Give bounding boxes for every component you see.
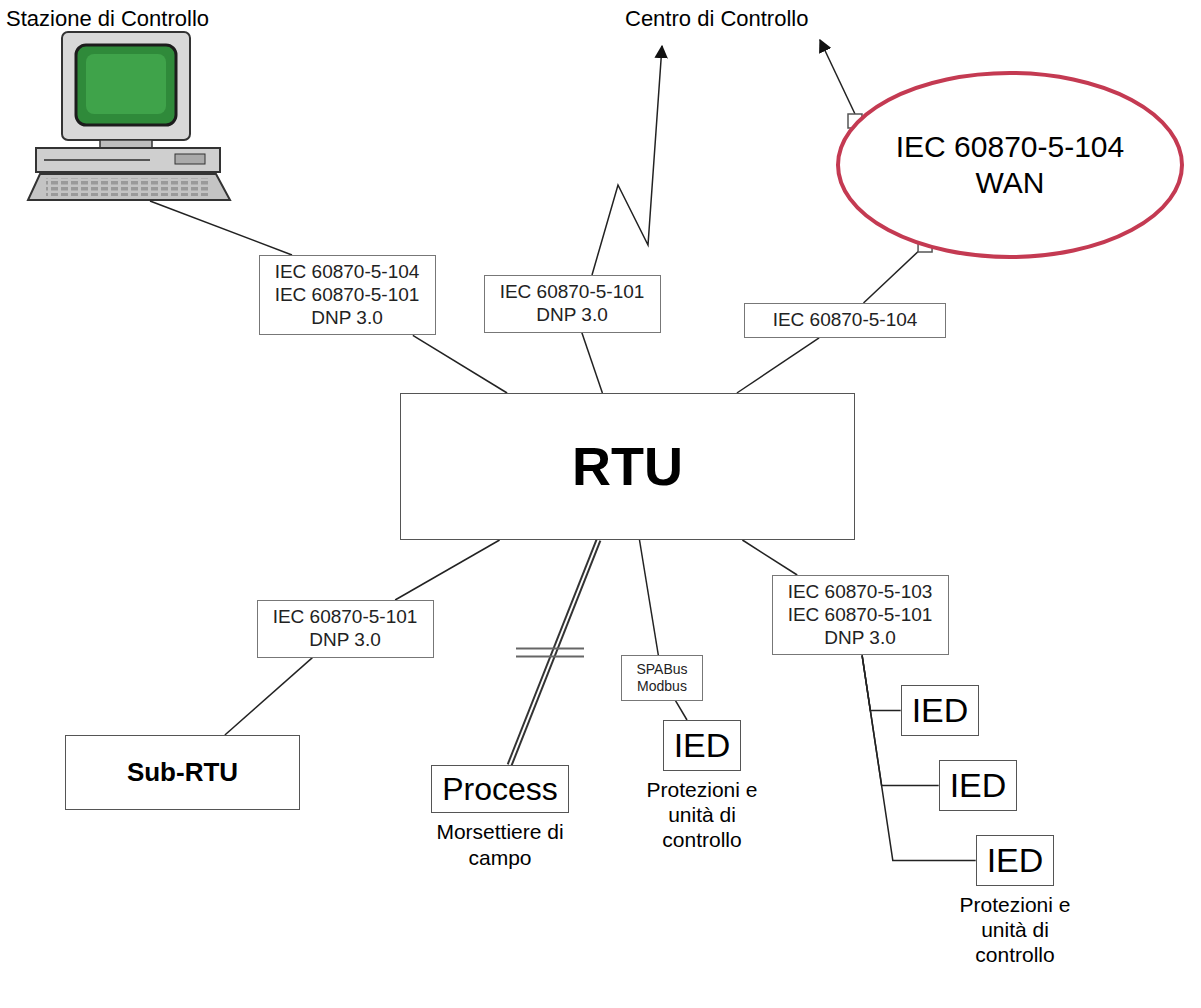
box-title: Sub-RTU xyxy=(127,757,238,788)
connector-line xyxy=(582,333,603,393)
connector-path xyxy=(225,658,313,735)
ied-box: IED xyxy=(939,760,1018,811)
box-title: IED xyxy=(950,765,1007,806)
protocol-text: SPABus Modbus xyxy=(632,661,692,695)
radio-link xyxy=(592,46,662,275)
connector-path xyxy=(582,333,603,393)
protocol-box: IEC 60870-5-101 DNP 3.0 xyxy=(484,275,661,333)
centre-label: Centro di Controllo xyxy=(625,6,808,32)
box-title: RTU xyxy=(572,434,683,499)
box-title: Process xyxy=(442,770,558,808)
box-caption: Morsettiere di campo xyxy=(430,819,570,869)
connector-path xyxy=(737,338,819,393)
port-square xyxy=(918,238,932,252)
protocol-box: IEC 60870-5-104 IEC 60870-5-101 DNP 3.0 xyxy=(259,255,436,335)
double-line-outer xyxy=(510,540,599,765)
protocol-text: IEC 60870-5-101 DNP 3.0 xyxy=(495,281,650,327)
ied-box: IED xyxy=(901,685,980,736)
cross-mark xyxy=(516,656,584,658)
ied-box: IED Protezioni e unità di controllo xyxy=(640,720,765,852)
ellipse-outline xyxy=(835,70,1185,260)
connector-line xyxy=(510,540,599,765)
box-outline: Process xyxy=(431,765,569,813)
computer-icon xyxy=(28,32,230,200)
connector-line xyxy=(640,540,659,655)
connector-line xyxy=(742,540,797,575)
connector-path xyxy=(862,655,901,710)
box-title: IED xyxy=(987,840,1044,881)
connector-path xyxy=(640,540,659,655)
box-caption: Protezioni e unità di controllo xyxy=(953,892,1078,968)
connector-path xyxy=(395,540,500,600)
network-name: IEC 60870-5-104 WAN xyxy=(885,129,1135,201)
protocol-text: IEC 60870-5-101 DNP 3.0 xyxy=(268,606,423,652)
box-title: IED xyxy=(674,725,731,766)
wan-link xyxy=(820,40,855,114)
protocol-box: SPABus Modbus xyxy=(621,655,703,701)
connector-line xyxy=(395,540,500,600)
link-line xyxy=(150,201,292,255)
connector-line xyxy=(864,245,926,303)
connector-path xyxy=(676,701,688,720)
connector-line xyxy=(413,335,507,393)
port-square xyxy=(848,114,862,128)
box-title: IED xyxy=(912,690,969,731)
process-box: ProcessMorsettiere di campo xyxy=(430,765,570,870)
box-outline: IED xyxy=(939,760,1018,811)
protocol-text: IEC 60870-5-104 IEC 60870-5-101 DNP 3.0 xyxy=(270,261,425,329)
box-outline: IED xyxy=(663,720,742,771)
connector-path xyxy=(413,335,507,393)
connector-line xyxy=(737,338,819,393)
sub-rtu-box: Sub-RTU xyxy=(65,735,300,810)
box-outline: IED xyxy=(901,685,980,736)
rtu-box: RTU xyxy=(400,393,855,540)
double-line-inner xyxy=(510,540,599,765)
connector-line xyxy=(676,701,688,720)
station-label: Stazione di Controllo xyxy=(6,6,209,32)
protocol-text: IEC 60870-5-103 IEC 60870-5-101 DNP 3.0 xyxy=(783,581,938,649)
cross-mark xyxy=(516,648,584,650)
connector-path xyxy=(742,540,797,575)
connector-line xyxy=(862,655,901,710)
connector-path xyxy=(864,245,926,303)
connector-line xyxy=(225,658,313,735)
box-outline: IED xyxy=(976,835,1055,886)
box-caption: Protezioni e unità di controllo xyxy=(640,777,765,853)
network-ellipse: IEC 60870-5-104 WAN xyxy=(835,70,1185,260)
protocol-text: IEC 60870-5-104 xyxy=(755,309,935,332)
protocol-box: IEC 60870-5-103 IEC 60870-5-101 DNP 3.0 xyxy=(772,575,949,655)
ellipse-shape xyxy=(838,73,1182,257)
protocol-box: IEC 60870-5-101 DNP 3.0 xyxy=(257,600,434,658)
protocol-box: IEC 60870-5-104 xyxy=(744,303,946,338)
ied-box: IED Protezioni e unità di controllo xyxy=(953,835,1078,967)
